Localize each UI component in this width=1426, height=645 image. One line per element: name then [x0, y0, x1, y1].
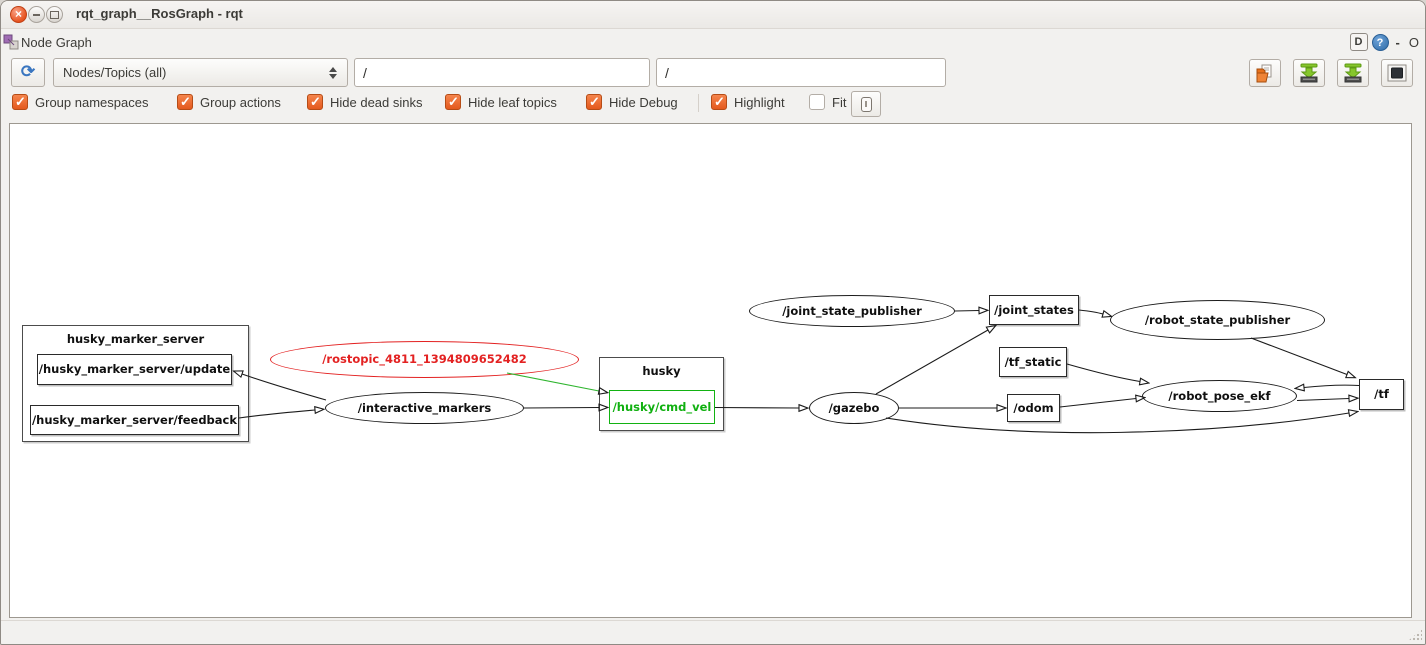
open-dot-button[interactable]: [1249, 59, 1281, 87]
graph-topic-feedback: /husky_marker_server/feedback: [30, 405, 239, 435]
edge-feedback-to-interactive-markers: [238, 410, 315, 419]
topic-filter-input[interactable]: [656, 58, 946, 87]
node-graph-icon: [3, 34, 19, 50]
save-drive-icon: [1300, 63, 1318, 83]
window-titlebar: × rqt_graph__RosGraph - rqt: [1, 1, 1425, 29]
window-maximize-button[interactable]: [46, 6, 63, 23]
dock-help-button[interactable]: ?: [1371, 33, 1389, 51]
graph-type-select[interactable]: Nodes/Topics (all): [53, 58, 348, 87]
checkbox-label: Highlight: [734, 94, 785, 110]
resize-grip[interactable]: [1408, 629, 1422, 641]
checkbox-label: Group actions: [200, 94, 281, 110]
checkbox-group-namespaces[interactable]: [12, 94, 28, 110]
graph-topic-tf-static: /tf_static: [999, 347, 1067, 377]
spinner-arrows-icon: [329, 66, 337, 79]
window-minimize-button[interactable]: [28, 6, 45, 23]
dock-header: Node Graph D ? - O: [1, 29, 1425, 56]
checkbox-hide-debug[interactable]: [586, 94, 602, 110]
edge-gazebo-to-tf: [885, 413, 1349, 434]
dock-minimize-button[interactable]: -: [1395, 34, 1400, 50]
graph-node-robot-state-publisher: /robot_state_publisher: [1110, 300, 1325, 340]
save-image-button[interactable]: [1381, 59, 1413, 87]
edge-rostopic-to-cmd-vel: [506, 372, 599, 391]
group-label: husky_marker_server: [66, 332, 205, 346]
graph-topic-update: /husky_marker_server/update: [37, 354, 232, 385]
checkbox-label: Hide leaf topics: [468, 94, 557, 110]
save-svg-button[interactable]: [1337, 59, 1369, 87]
graph-topic-cmd-vel: /husky/cmd_vel: [609, 390, 715, 424]
save-drive-icon: [1344, 63, 1362, 83]
image-frame-icon: [1387, 64, 1407, 82]
graph-topic-tf: /tf: [1359, 379, 1404, 410]
checkbox-label: Hide Debug: [609, 94, 678, 110]
fit-in-view-button[interactable]: [851, 91, 881, 117]
node-filter-input[interactable]: [354, 58, 650, 87]
checkbox-hide-leaf-topics[interactable]: [445, 94, 461, 110]
checkbox-group-actions[interactable]: [177, 94, 193, 110]
graph-node-rostopic: /rostopic_4811_1394809652482: [270, 341, 579, 378]
edge-tf-to-ekf: [1304, 385, 1360, 387]
edge-cmd-vel-to-gazebo: [714, 408, 799, 409]
edge-tf-static-to-ekf: [1066, 363, 1140, 382]
edge-rsp-to-tf: [1250, 337, 1347, 375]
edge-joint-states-to-rsp: [1078, 309, 1103, 314]
save-dot-button[interactable]: [1293, 59, 1325, 87]
fit-in-view-icon: [860, 96, 872, 112]
dock-detach-button[interactable]: D: [1349, 33, 1368, 51]
group-label: husky: [642, 364, 681, 378]
status-bar: [1, 620, 1425, 644]
dock-title: Node Graph: [21, 35, 92, 50]
graph-node-gazebo: /gazebo: [809, 392, 899, 424]
filter-toolbar: Group namespaces Group actions Hide dead…: [1, 91, 1425, 119]
graph-topic-odom: /odom: [1007, 394, 1060, 422]
graph-canvas[interactable]: husky_marker_server /husky_marker_server…: [9, 123, 1412, 618]
graph-node-interactive-markers: /interactive_markers: [325, 392, 524, 424]
edge-ekf-to-tf: [1296, 399, 1349, 401]
refresh-button[interactable]: ⟳: [11, 58, 45, 87]
window-close-button[interactable]: ×: [10, 6, 27, 23]
refresh-icon: ⟳: [20, 62, 36, 81]
edge-interactive-markers-to-update: [242, 374, 327, 401]
toolbar-separator: [698, 94, 699, 112]
checkbox-label: Fit: [832, 94, 847, 110]
edge-gazebo-to-joint-states: [875, 330, 988, 395]
edge-odom-to-ekf: [1059, 399, 1136, 408]
dock-close-button[interactable]: O: [1408, 34, 1419, 50]
folder-open-icon: [1256, 64, 1272, 82]
window-title: rqt_graph__RosGraph - rqt: [76, 6, 243, 21]
edge-interactive-markers-to-cmd-vel: [523, 408, 599, 409]
checkbox-label: Group namespaces: [35, 94, 149, 110]
graph-node-robot-pose-ekf: /robot_pose_ekf: [1142, 380, 1297, 412]
checkbox-fit[interactable]: [809, 94, 825, 110]
graph-topic-joint-states: /joint_states: [989, 295, 1079, 325]
graph-type-value: Nodes/Topics (all): [63, 65, 167, 80]
checkbox-label: Hide dead sinks: [330, 94, 423, 110]
edge-jsp-to-joint-states: [954, 311, 979, 312]
checkbox-hide-dead-sinks[interactable]: [307, 94, 323, 110]
graph-node-joint-state-publisher: /joint_state_publisher: [749, 295, 955, 327]
checkbox-highlight[interactable]: [711, 94, 727, 110]
